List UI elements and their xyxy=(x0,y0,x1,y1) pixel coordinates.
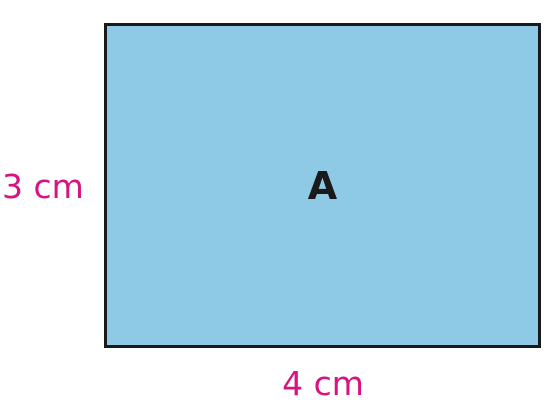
rectangle-a: A xyxy=(104,23,541,348)
shape-label: A xyxy=(307,163,338,208)
width-dimension-label: 4 cm xyxy=(282,364,364,403)
height-dimension-label: 3 cm xyxy=(2,167,84,206)
